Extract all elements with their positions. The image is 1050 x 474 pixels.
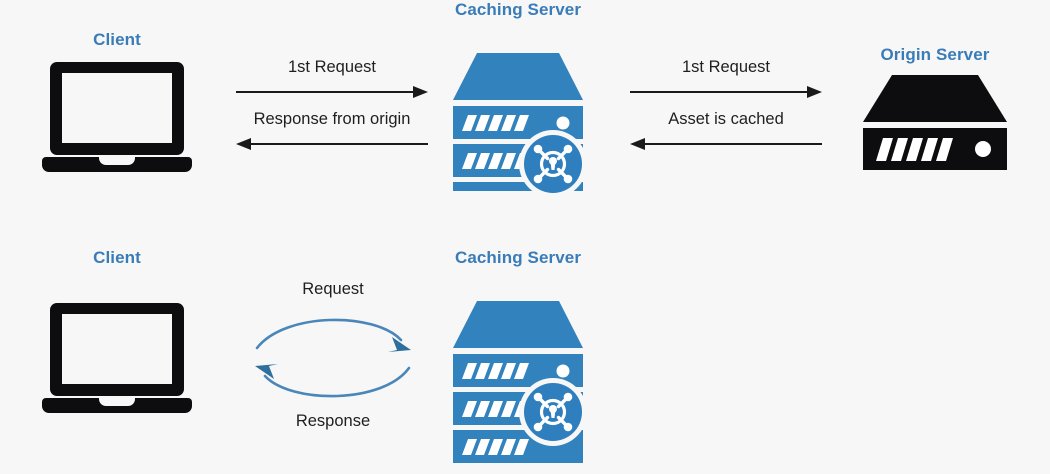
node-origin-server: Origin Server <box>840 45 1030 185</box>
server-rack-icon-top <box>443 26 593 198</box>
arrow-label-1st-request-left: 1st Request <box>287 58 377 76</box>
server-rack-icon-bottom <box>443 274 593 474</box>
client-label-bottom: Client <box>93 248 141 267</box>
server-rack-svg-top <box>453 53 583 191</box>
caching-server-label-bottom: Caching Server <box>454 248 582 267</box>
node-caching-server-top: Caching Server <box>432 0 604 198</box>
node-caching-server-bottom: Caching Server <box>432 248 604 463</box>
node-client-bottom: Client <box>22 248 212 428</box>
arrow-label-response-from-origin: Response from origin <box>253 110 411 128</box>
origin-server-svg <box>863 75 1007 170</box>
arrow-label-asset-is-cached: Asset is cached <box>668 110 784 128</box>
security-lock-icon-top <box>519 130 587 198</box>
arrow-line-right-top-left <box>236 86 428 98</box>
laptop-screen <box>62 73 172 143</box>
laptop-screen-bottom <box>62 314 172 384</box>
cycle-label-response: Response <box>295 412 371 430</box>
origin-server-icon <box>855 75 1015 180</box>
arrow-group-cache-origin: 1st Request Asset is cached <box>630 58 822 150</box>
laptop-notch <box>99 157 135 165</box>
arrow-group-cycle: Request Response <box>245 280 421 440</box>
cycle-arrows-svg <box>255 318 411 398</box>
client-label-top: Client <box>93 30 141 49</box>
arrow-line-right-top-right <box>630 86 822 98</box>
arrow-line-left-top-right <box>630 138 822 150</box>
arrow-label-1st-request-right: 1st Request <box>681 58 771 76</box>
arrow-line-left-top-left <box>236 138 428 150</box>
security-lock-icon-bottom <box>519 378 587 446</box>
cycle-label-request: Request <box>302 280 364 298</box>
laptop-notch-bottom <box>99 398 135 406</box>
caching-server-label-top: Caching Server <box>454 0 582 19</box>
arrow-group-client-cache-top: 1st Request Response from origin <box>236 58 428 150</box>
node-client-top: Client <box>22 30 212 195</box>
origin-server-label: Origin Server <box>880 45 990 64</box>
